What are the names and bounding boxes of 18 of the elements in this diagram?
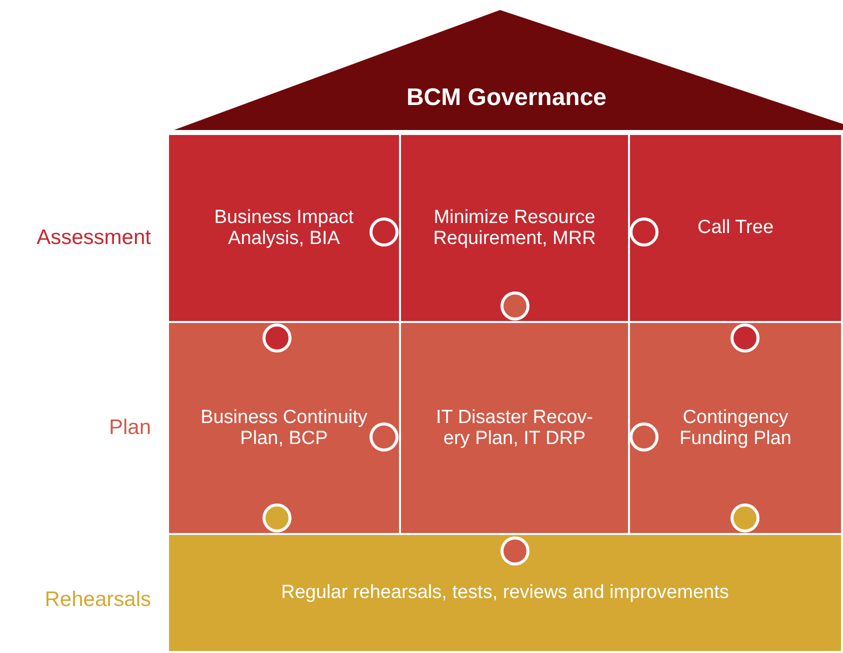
puzzle-piece <box>628 321 843 535</box>
row-label: Rehearsals <box>44 588 151 612</box>
piece-label: Call Tree <box>696 217 775 239</box>
piece-label: Regular rehearsals, tests, reviews and improvements <box>280 582 730 604</box>
piece-label: Business Impact Analysis, BIA <box>213 206 355 250</box>
row-label: Plan <box>108 416 151 440</box>
piece-label: Business Continuity Plan, BCP <box>200 406 368 450</box>
roof-title: BCM Governance <box>406 85 607 112</box>
puzzle-piece <box>167 133 401 323</box>
foundation-band <box>167 533 843 653</box>
piece-label: Contingency Funding Plan <box>678 406 792 450</box>
puzzle-piece <box>628 133 843 323</box>
puzzle-piece <box>167 321 401 535</box>
piece-label: Minimize Resource Requirement, MRR <box>432 206 597 250</box>
piece-label: IT Disaster Recov- ery Plan, IT DRP <box>435 406 594 450</box>
puzzle-piece <box>399 133 630 323</box>
puzzle-piece <box>399 321 630 535</box>
row-label: Assessment <box>36 226 151 250</box>
